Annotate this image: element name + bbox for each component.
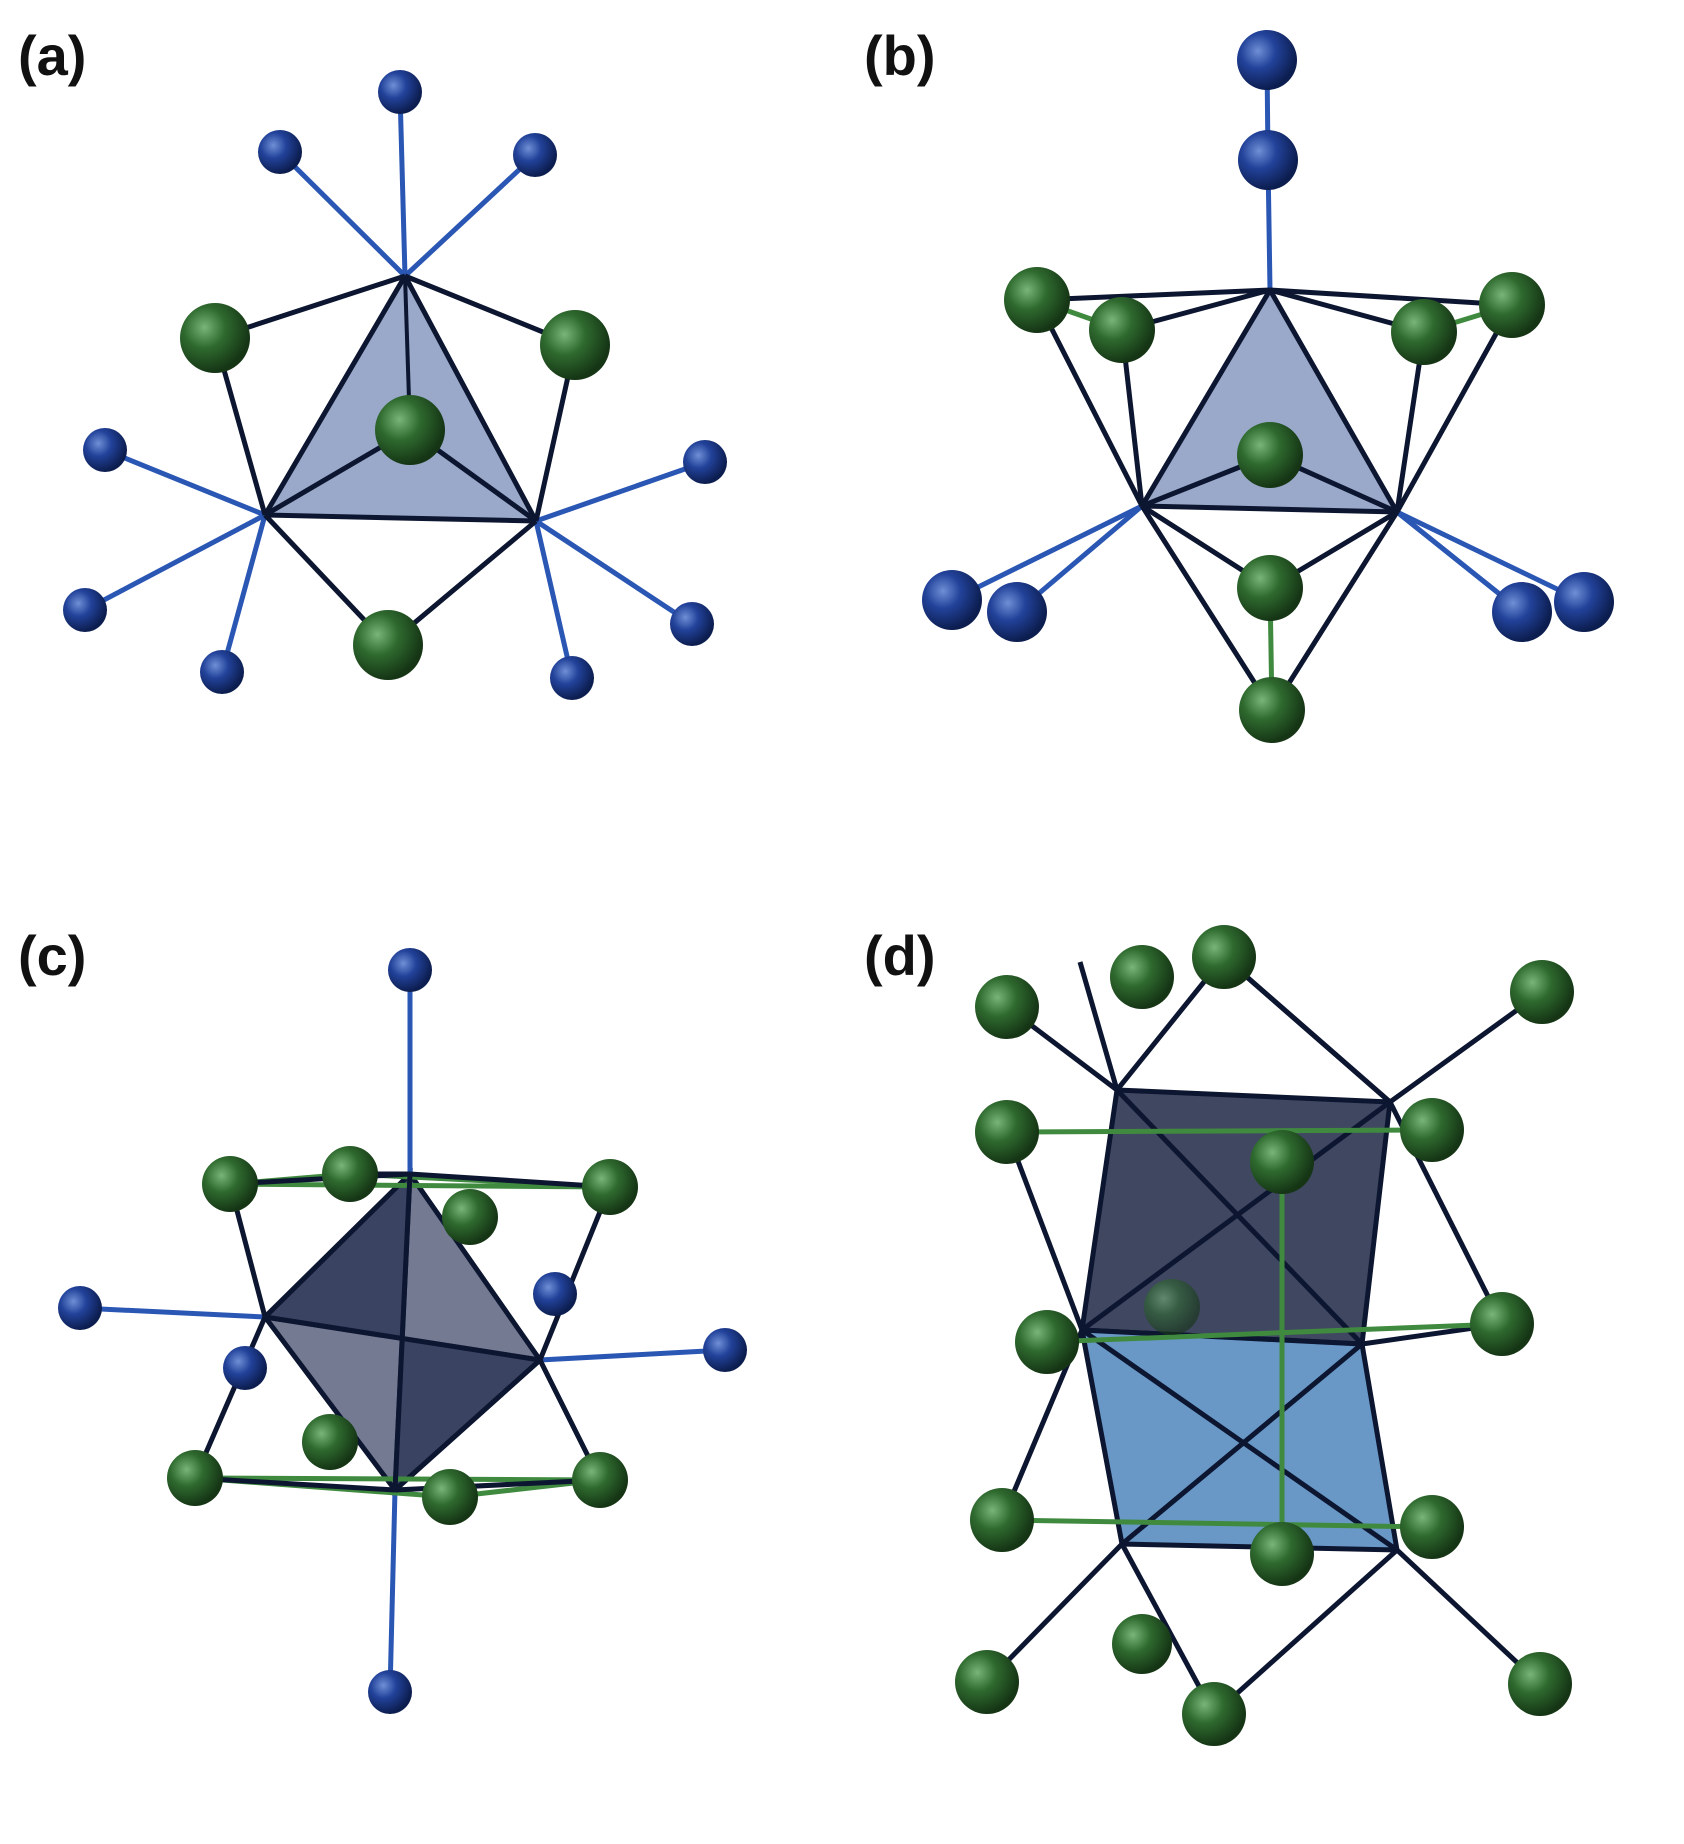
panel-a-structure <box>63 70 727 700</box>
panel-b: (b) <box>842 0 1684 922</box>
panel-a: (a) <box>0 0 842 922</box>
panel-c: (c) <box>0 922 842 1844</box>
metal-ligand-bonds <box>83 91 706 679</box>
panel-b-structure <box>922 30 1614 743</box>
blue-atoms <box>63 70 727 700</box>
panel-d-structure <box>955 925 1574 1746</box>
panel-d: (d) <box>842 922 1684 1844</box>
panel-label-c: (c) <box>18 924 87 987</box>
panel-c-structure <box>58 948 747 1714</box>
panel-label-d: (d) <box>864 924 936 987</box>
green-atoms <box>180 303 610 680</box>
panel-label-b: (b) <box>864 24 936 87</box>
panel-label-a: (a) <box>18 24 87 87</box>
